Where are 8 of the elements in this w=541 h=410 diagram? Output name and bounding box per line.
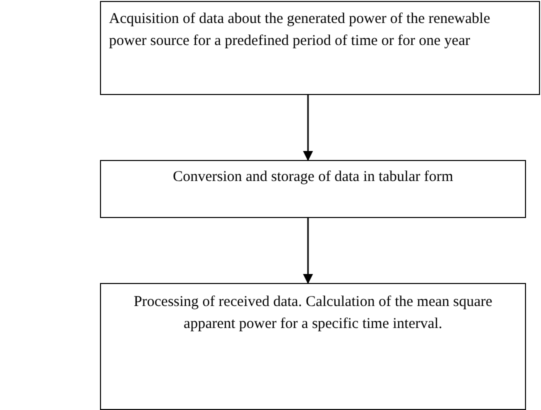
step-text: Processing of received data. Calculation of the mean square apparent power for a specific time interval. (132, 293, 494, 334)
step-text: Acquisition of data about the generated power of the renewable power source for a predefined period of time or for one year (109, 10, 492, 51)
arrow (303, 95, 313, 161)
process-box (100, 160, 526, 218)
step-text: Conversion and storage of data in tabular form (172, 168, 454, 187)
process-box (100, 1, 540, 95)
arrow (303, 218, 313, 284)
process-box (100, 283, 526, 410)
